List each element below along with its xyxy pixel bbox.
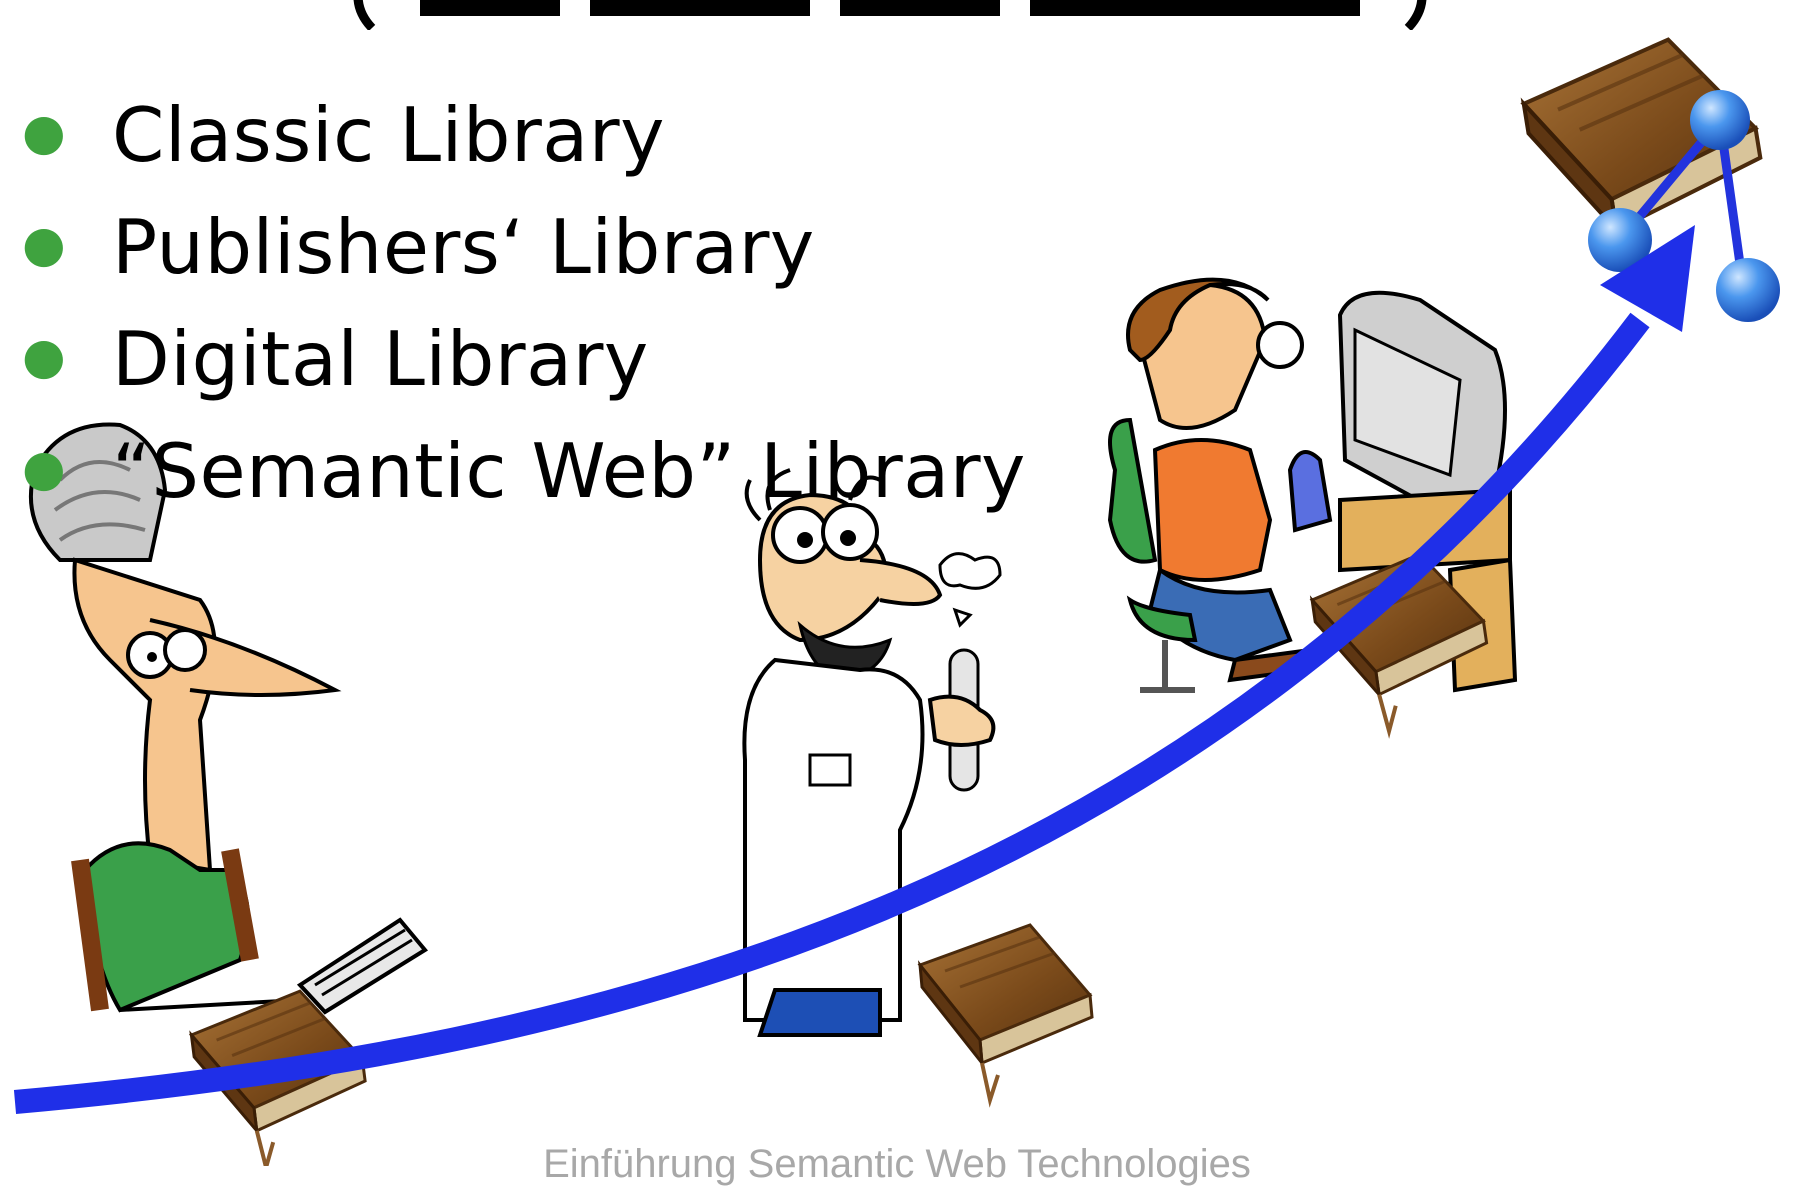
bullet-item: ● “Semantic Web” Library (22, 418, 1026, 530)
bullet-text: Classic Library (112, 91, 665, 179)
bullet-text: Publishers‘ Library (112, 202, 815, 291)
person-at-terminal-icon (28, 422, 429, 1015)
person-at-computer-icon (1107, 277, 1518, 693)
scientist-icon (742, 468, 1002, 1037)
progress-arrow-icon (13, 225, 1695, 1114)
bullet-text: “Semantic Web” Library (112, 426, 1026, 515)
bullet-list: ● Classic Library ● Publishers‘ Library ● D… (22, 82, 1026, 530)
bullet-icon: ● (22, 214, 67, 273)
bullet-icon: ● (22, 102, 67, 161)
bullet-item: ● Classic Library (22, 82, 1026, 194)
bullet-icon: ● (22, 326, 67, 385)
footer-text: Einführung Semantic Web Technologies (543, 1142, 1251, 1186)
bullet-icon: ● (22, 438, 67, 497)
bullet-item: ● Publishers‘ Library (22, 194, 1026, 306)
book-icon (918, 923, 1094, 1102)
bullet-item: ● Digital Library (22, 306, 1026, 418)
bullet-text: Digital Library (112, 314, 649, 403)
semantic-graph-icon (1588, 90, 1780, 322)
